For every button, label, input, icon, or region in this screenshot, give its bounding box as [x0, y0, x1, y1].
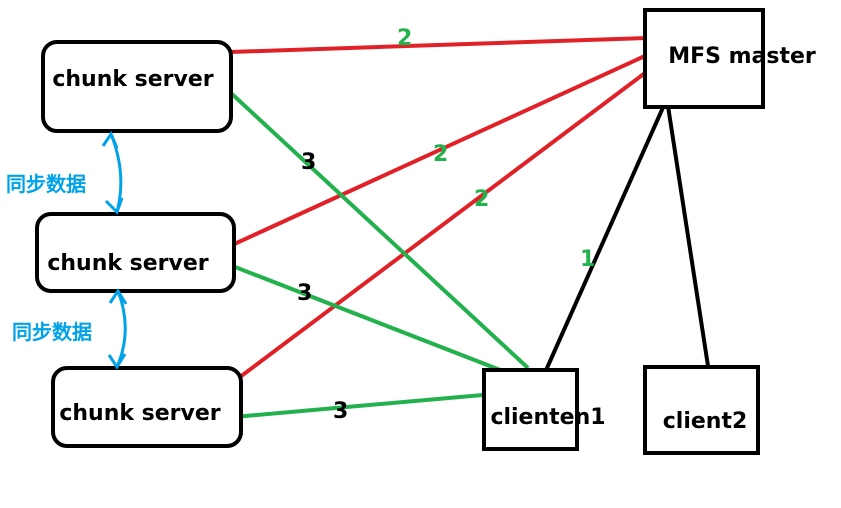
edge-label-chunk1-client1: 3	[301, 150, 316, 175]
mfs-master-node: MFS master	[643, 8, 816, 109]
sync-label-1-2: 同步数据	[6, 172, 86, 196]
edge-chunk2-master	[229, 53, 648, 248]
edge-chunk2-client1	[229, 263, 514, 377]
edge-label-chunk3-master: 2	[474, 187, 489, 212]
sync-arrow-2-3	[107, 288, 128, 370]
chunk-server-label-1: chunk server	[52, 67, 213, 92]
edge-client1-master	[541, 102, 667, 378]
chunk-server-node-3: chunk server	[51, 366, 243, 448]
client2-label: client2	[663, 409, 748, 434]
chunk-server-node-2: chunk server	[35, 212, 236, 293]
edge-chunk1-client1	[230, 92, 530, 370]
edge-label-chunk1-master: 2	[397, 26, 412, 51]
sync-label-2-3: 同步数据	[12, 320, 92, 344]
edge-label-chunk3-client1: 3	[333, 399, 348, 424]
chunk-server-node-1: chunk server	[41, 40, 233, 133]
chunk-server-label-2: chunk server	[47, 251, 208, 276]
edge-client2-master	[666, 105, 710, 367]
client1-node: clienten1	[482, 368, 606, 451]
edge-chunk3-client1	[233, 392, 495, 419]
client2-node: client2	[643, 365, 760, 455]
edge-label-chunk2-client1: 3	[297, 281, 312, 306]
edge-chunk1-master	[229, 36, 648, 54]
edge-label-chunk2-master: 2	[433, 142, 448, 167]
edge-chunk3-master	[230, 68, 651, 385]
mfs-master-label: MFS master	[668, 44, 816, 69]
client1-label: clienten1	[490, 405, 605, 430]
edge-label-client1-master: 1	[580, 247, 595, 272]
sync-arrow-1-2	[101, 130, 124, 215]
chunk-server-label-3: chunk server	[59, 401, 220, 426]
